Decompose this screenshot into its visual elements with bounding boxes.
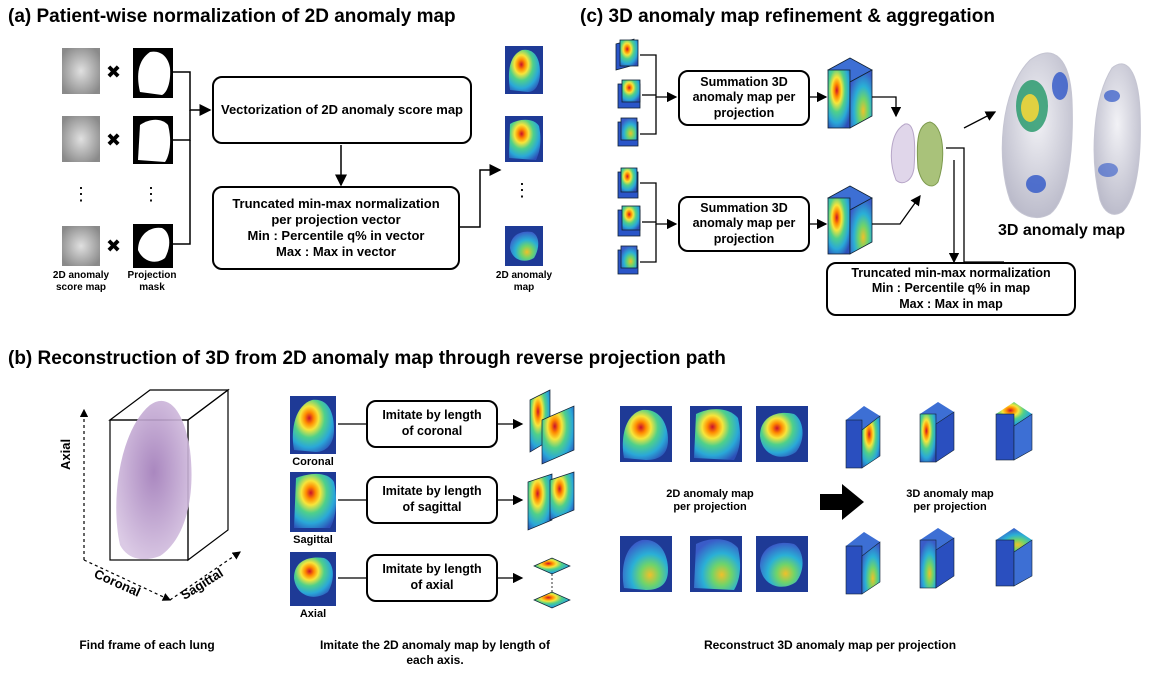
svg-text:⋮: ⋮ bbox=[513, 180, 531, 200]
stack-3d-icon bbox=[995, 528, 1033, 587]
panel-a-title: (a) Patient-wise normalization of 2D ano… bbox=[8, 6, 456, 27]
multiply-icon: ✖ bbox=[106, 62, 122, 82]
anomaly-cube-bottom bbox=[827, 185, 873, 255]
imitate-axial-box: Imitate by length of axial bbox=[366, 554, 498, 602]
stack-3d-icon bbox=[845, 406, 881, 469]
truncated-norm-box-c: Truncated min-max normalization Min : Pe… bbox=[826, 262, 1076, 316]
imitate-coronal-box: Imitate by length of coronal bbox=[366, 400, 498, 448]
truncated-norm-box-a: Truncated min-max normalization per proj… bbox=[212, 186, 460, 270]
anomaly-cube-top bbox=[827, 57, 873, 129]
caption-imitate: Imitate the 2D anomaly map by length of … bbox=[319, 638, 551, 667]
imitate-sagittal-box: Imitate by length of sagittal bbox=[366, 476, 498, 524]
projection-mask-thumb bbox=[133, 48, 173, 98]
score-map-thumb bbox=[62, 226, 100, 266]
score-map-label: 2D anomaly score map bbox=[52, 270, 110, 293]
sagittal-label: Sagittal bbox=[293, 534, 333, 546]
3d-anomaly-map-label: 3D anomaly map bbox=[998, 222, 1126, 239]
lung-3d-render-right bbox=[1093, 63, 1141, 215]
slice-stack-icon bbox=[615, 38, 639, 71]
stack-3d-icon bbox=[919, 528, 955, 589]
summation-box-top: Summation 3D anomaly map per projection bbox=[678, 70, 810, 126]
lungs-small-icon bbox=[890, 121, 944, 187]
panel-c-title: (c) 3D anomaly map refinement & aggregat… bbox=[580, 6, 995, 27]
slice-stack-icon bbox=[617, 205, 641, 237]
coronal-slices-icon bbox=[529, 389, 575, 465]
svg-text:⋮: ⋮ bbox=[142, 184, 160, 204]
score-map-thumb bbox=[62, 116, 100, 162]
2d-per-projection-label: 2D anomaly map per projection bbox=[666, 488, 754, 514]
lung-purple-render bbox=[116, 400, 192, 560]
axis-axial-label: Axial bbox=[58, 438, 73, 470]
summation-box-bottom: Summation 3D anomaly map per projection bbox=[678, 196, 810, 252]
svg-text:⋮: ⋮ bbox=[72, 184, 90, 204]
slice-stack-icon bbox=[617, 79, 641, 109]
axial-label: Axial bbox=[299, 608, 327, 620]
caption-find-frame: Find frame of each lung bbox=[79, 638, 215, 652]
projection-mask-label: Projection mask bbox=[127, 270, 177, 293]
score-map-thumb bbox=[62, 48, 100, 94]
sagittal-slices-icon bbox=[527, 471, 575, 531]
multiply-icon: ✖ bbox=[106, 236, 122, 256]
axial-slices-icon bbox=[533, 557, 571, 609]
stack-3d-icon bbox=[919, 402, 955, 463]
slice-stack-icon bbox=[617, 167, 639, 199]
projection-mask-thumb bbox=[133, 116, 173, 164]
projection-mask-thumb bbox=[133, 224, 173, 268]
panel-b-title: (b) Reconstruction of 3D from 2D anomaly… bbox=[8, 348, 726, 369]
caption-reconstruct: Reconstruct 3D anomaly map per projectio… bbox=[703, 638, 957, 652]
big-right-arrow bbox=[820, 484, 864, 520]
coronal-label: Coronal bbox=[292, 456, 334, 468]
vectorization-box: Vectorization of 2D anomaly score map bbox=[212, 76, 472, 144]
multiply-icon: ✖ bbox=[106, 130, 122, 150]
anomaly-map-label: 2D anomaly map bbox=[495, 270, 553, 293]
stack-3d-icon bbox=[845, 532, 881, 595]
stack-3d-icon bbox=[995, 402, 1033, 461]
slice-stack-icon bbox=[617, 245, 639, 275]
3d-per-projection-label: 3D anomaly map per projection bbox=[906, 488, 994, 514]
lung-3d-render-left bbox=[1001, 52, 1073, 218]
slice-stack-icon bbox=[617, 117, 639, 147]
